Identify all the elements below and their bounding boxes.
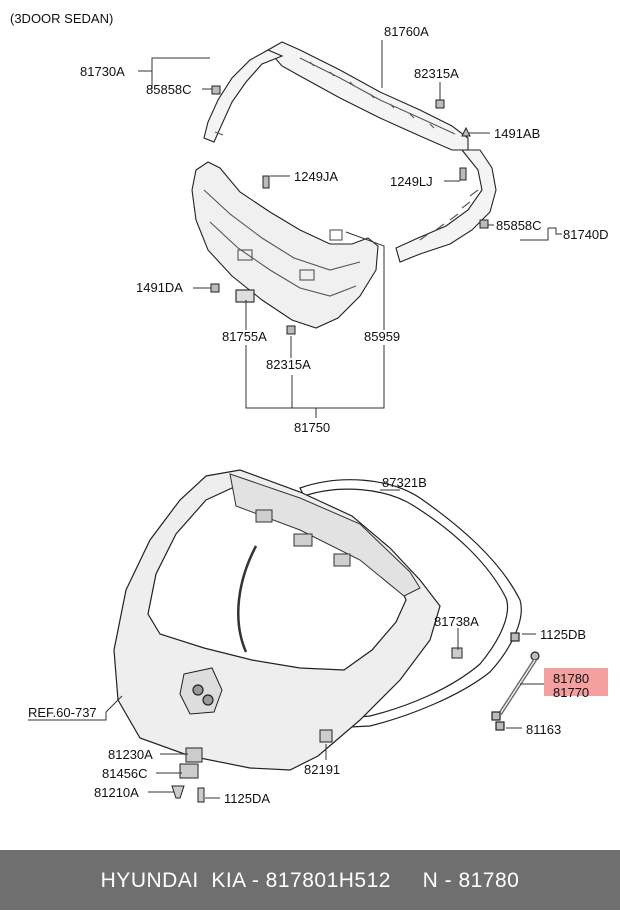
label-85858C-right: 85858C (496, 218, 542, 233)
exploded-parts-diagram: (3DOOR SEDAN) 81760A 81730A 85858C 82315… (10, 11, 609, 806)
label-87321B: 87321B (382, 475, 427, 490)
label-81755A: 81755A (222, 329, 267, 344)
label-81760A: 81760A (384, 24, 429, 39)
part-labels: (3DOOR SEDAN) 81760A 81730A 85858C 82315… (10, 11, 609, 806)
label-81163: 81163 (526, 722, 561, 737)
upper-trim-81760A (267, 41, 469, 151)
label-1491AB: 1491AB (494, 126, 540, 141)
label-81770: 81770 (553, 685, 589, 700)
label-85959: 85959 (364, 329, 400, 344)
label-1491DA: 1491DA (136, 280, 183, 295)
label-85858C-top: 85858C (146, 82, 192, 97)
label-81456C: 81456C (102, 766, 148, 781)
label-81730A: 81730A (80, 64, 125, 79)
label-ref-60-737: REF.60-737 (28, 705, 97, 720)
left-side-trim-81730A (203, 49, 284, 143)
label-1249LJ: 1249LJ (390, 174, 433, 189)
footer-part-number: HYUNDAI KIA - 817801H512 N - 81780 (100, 869, 520, 892)
label-81780: 81780 (553, 671, 589, 686)
label-81750: 81750 (294, 420, 330, 435)
label-81740D: 81740D (563, 227, 609, 242)
tailgate-assembly (113, 469, 522, 771)
label-variant: (3DOOR SEDAN) (10, 11, 113, 26)
right-side-trim-81740D (395, 149, 497, 263)
lower-trim-81750 (191, 161, 379, 329)
label-1125DA: 1125DA (224, 791, 270, 806)
label-81738A: 81738A (434, 614, 479, 629)
label-81210A: 81210A (94, 785, 139, 800)
upper-trim-assembly (191, 41, 497, 329)
label-81230A: 81230A (108, 747, 153, 762)
bottom-leader-lines (105, 489, 544, 799)
top-leader-lines (138, 40, 562, 418)
label-1125DB: 1125DB (540, 627, 586, 642)
label-1249JA: 1249JA (294, 169, 338, 184)
ref-underline (28, 712, 107, 721)
label-82315A-mid: 82315A (266, 357, 311, 372)
top-fasteners (210, 85, 489, 335)
highlight-81780 (544, 668, 608, 696)
gas-strut-81780 (491, 632, 540, 731)
label-82315A-top: 82315A (414, 66, 459, 81)
label-82191: 82191 (304, 762, 340, 777)
footer-bar: HYUNDAI KIA - 817801H512 N - 81780 (0, 850, 620, 910)
latch-parts (171, 647, 463, 803)
